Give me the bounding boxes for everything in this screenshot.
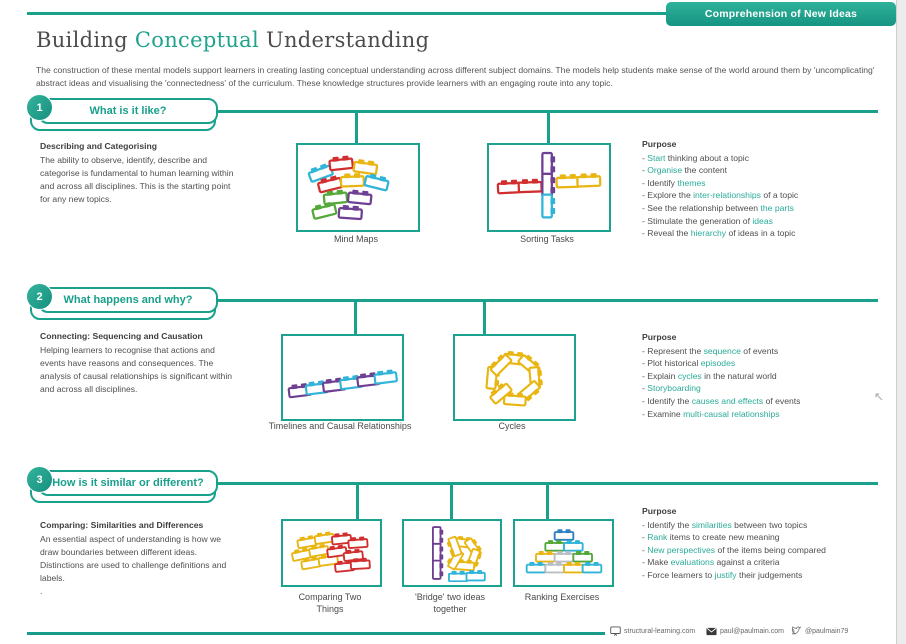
question-box-3: How is it similar or different?: [38, 470, 218, 496]
section-3-purpose: Purpose - Identify the similarities betw…: [642, 505, 880, 582]
model-caption: Comparing Two Things: [298, 592, 362, 614]
footer-accent-line: [27, 632, 605, 635]
model-caption: Timelines and Causal Relationships: [268, 421, 412, 431]
question-label: What is it like?: [89, 105, 167, 117]
question-label: How is it similar or different?: [52, 477, 204, 489]
footer-email: paul@paulmain.com: [706, 625, 784, 637]
model-caption: Cycles: [498, 421, 526, 431]
purpose-item: - Organise the content: [642, 165, 728, 176]
description-note: .: [40, 586, 43, 596]
purpose-item: - Rank items to create new meaning: [642, 532, 780, 543]
model-caption: 'Bridge' two ideas together: [415, 592, 485, 614]
purpose-item: - Identify the causes and effects of eve…: [642, 395, 801, 406]
model-box: [487, 143, 611, 232]
description-heading: Describing and Categorising: [40, 141, 157, 151]
footer-twitter: @paulmain79: [791, 625, 848, 637]
timeline-bricks-icon: [286, 367, 398, 398]
twitter-bird-icon: [791, 626, 802, 635]
email-label: paul@paulmain.com: [720, 627, 784, 635]
purpose-item: - Plot historical episodes: [642, 358, 736, 369]
model-caption: Sorting Tasks: [520, 234, 574, 244]
purpose-item: - Start thinking about a topic: [642, 152, 750, 163]
number-badge-2: 2: [26, 283, 53, 310]
purpose-title: Purpose: [642, 506, 677, 516]
purpose-item: - Represent the sequence of events: [642, 345, 779, 356]
sorting-tasks-bricks-icon: [496, 151, 602, 218]
section-3-header: How is it similar or different? 3: [26, 466, 218, 503]
purpose-item: - Make evaluations against a criteria: [642, 557, 780, 568]
top-accent-line: [27, 12, 667, 15]
purpose-item: - Explore the inter-relationships of a t…: [642, 190, 799, 201]
model-box: [453, 334, 576, 421]
description-heading: Comparing: Similarities and Differences: [40, 520, 204, 530]
model-caption: Mind Maps: [333, 234, 378, 244]
envelope-icon: [706, 627, 717, 635]
connector-vline: [546, 482, 549, 519]
section-2-purpose: Purpose - Represent the sequence of even…: [642, 331, 880, 420]
purpose-title: Purpose: [642, 332, 677, 342]
model-box: [281, 334, 404, 421]
purpose-item: - New perspectives of the items being co…: [642, 544, 826, 555]
twitter-handle: @paulmain79: [805, 627, 849, 635]
monitor-icon: [610, 625, 621, 636]
connector-vline: [450, 482, 453, 519]
website-label: structural-learning.com: [624, 627, 696, 635]
mouse-cursor: [874, 389, 884, 407]
comparing-bricks-icon: [289, 530, 371, 573]
section-1-description: Describing and Categorising The ability …: [40, 140, 234, 206]
model-box: [402, 519, 502, 587]
purpose-item: - Identify the similarities between two …: [642, 519, 808, 530]
section-1-purpose: Purpose - Start thinking about a topic- …: [642, 138, 880, 240]
ranking-bricks-icon: [525, 528, 602, 574]
question-box-1: What is it like?: [38, 98, 218, 124]
description-body: Helping learners to recognise that actio…: [40, 345, 233, 394]
model-box: [296, 143, 420, 232]
connector-vline: [356, 482, 359, 519]
connector-hline-2: [218, 299, 878, 302]
model-box: [281, 519, 382, 587]
connector-vline: [354, 299, 357, 334]
purpose-title: Purpose: [642, 139, 677, 149]
bridge-bricks-icon: [432, 526, 486, 582]
mind-maps-bricks-icon: [306, 153, 391, 220]
title-post: Understanding: [258, 28, 430, 52]
section-2-header: What happens and why? 2: [26, 283, 218, 320]
question-label: What happens and why?: [63, 294, 193, 306]
connector-vline: [483, 299, 486, 334]
page-title: Building Conceptual Understanding: [36, 28, 429, 52]
section-2-description: Connecting: Sequencing and Causation Hel…: [40, 330, 234, 396]
intro-text: The construction of these mental models …: [36, 65, 875, 88]
connector-vline: [547, 110, 550, 143]
purpose-item: - Examine multi-causal relationships: [642, 408, 780, 419]
purpose-item: - Reveal the hierarchy of ideas in a top…: [642, 228, 796, 239]
banner-label: Comprehension of New Ideas: [704, 8, 858, 20]
number-badge-3: 3: [26, 466, 53, 493]
purpose-item: - See the relationship between the parts: [642, 202, 794, 213]
banner: Comprehension of New Ideas: [666, 2, 896, 26]
section-3-description: Comparing: Similarities and Differences …: [40, 519, 234, 598]
page-right-edge: [896, 0, 906, 644]
cycle-bricks-icon: [484, 349, 544, 407]
description-body: The ability to observe, identify, descri…: [40, 155, 234, 204]
title-highlight: Conceptual: [134, 28, 259, 52]
model-box: [513, 519, 614, 587]
purpose-item: - Force learners to justify their judgem…: [642, 569, 803, 580]
purpose-item: - Stimulate the generation of ideas: [642, 215, 773, 226]
description-body: An essential aspect of understanding is …: [40, 534, 227, 583]
purpose-item: - Storyboarding: [642, 383, 701, 394]
section-1-header: What is it like? 1: [26, 94, 218, 131]
connector-vline: [355, 110, 358, 143]
model-caption: Ranking Exercises: [524, 592, 600, 602]
question-box-2: What happens and why?: [38, 287, 218, 313]
description-heading: Connecting: Sequencing and Causation: [40, 331, 203, 341]
purpose-item: - Explain cycles in the natural world: [642, 370, 777, 381]
purpose-list: - Start thinking about a topic - Organise…: [642, 152, 880, 240]
purpose-item: - Identify themes: [642, 177, 706, 188]
purpose-list: - Identify the similarities between two …: [642, 519, 880, 582]
purpose-list: - Represent the sequence of events - Plot…: [642, 345, 880, 421]
title-pre: Building: [36, 28, 135, 52]
number-badge-1: 1: [26, 94, 53, 121]
footer-website: structural-learning.com: [610, 625, 695, 637]
